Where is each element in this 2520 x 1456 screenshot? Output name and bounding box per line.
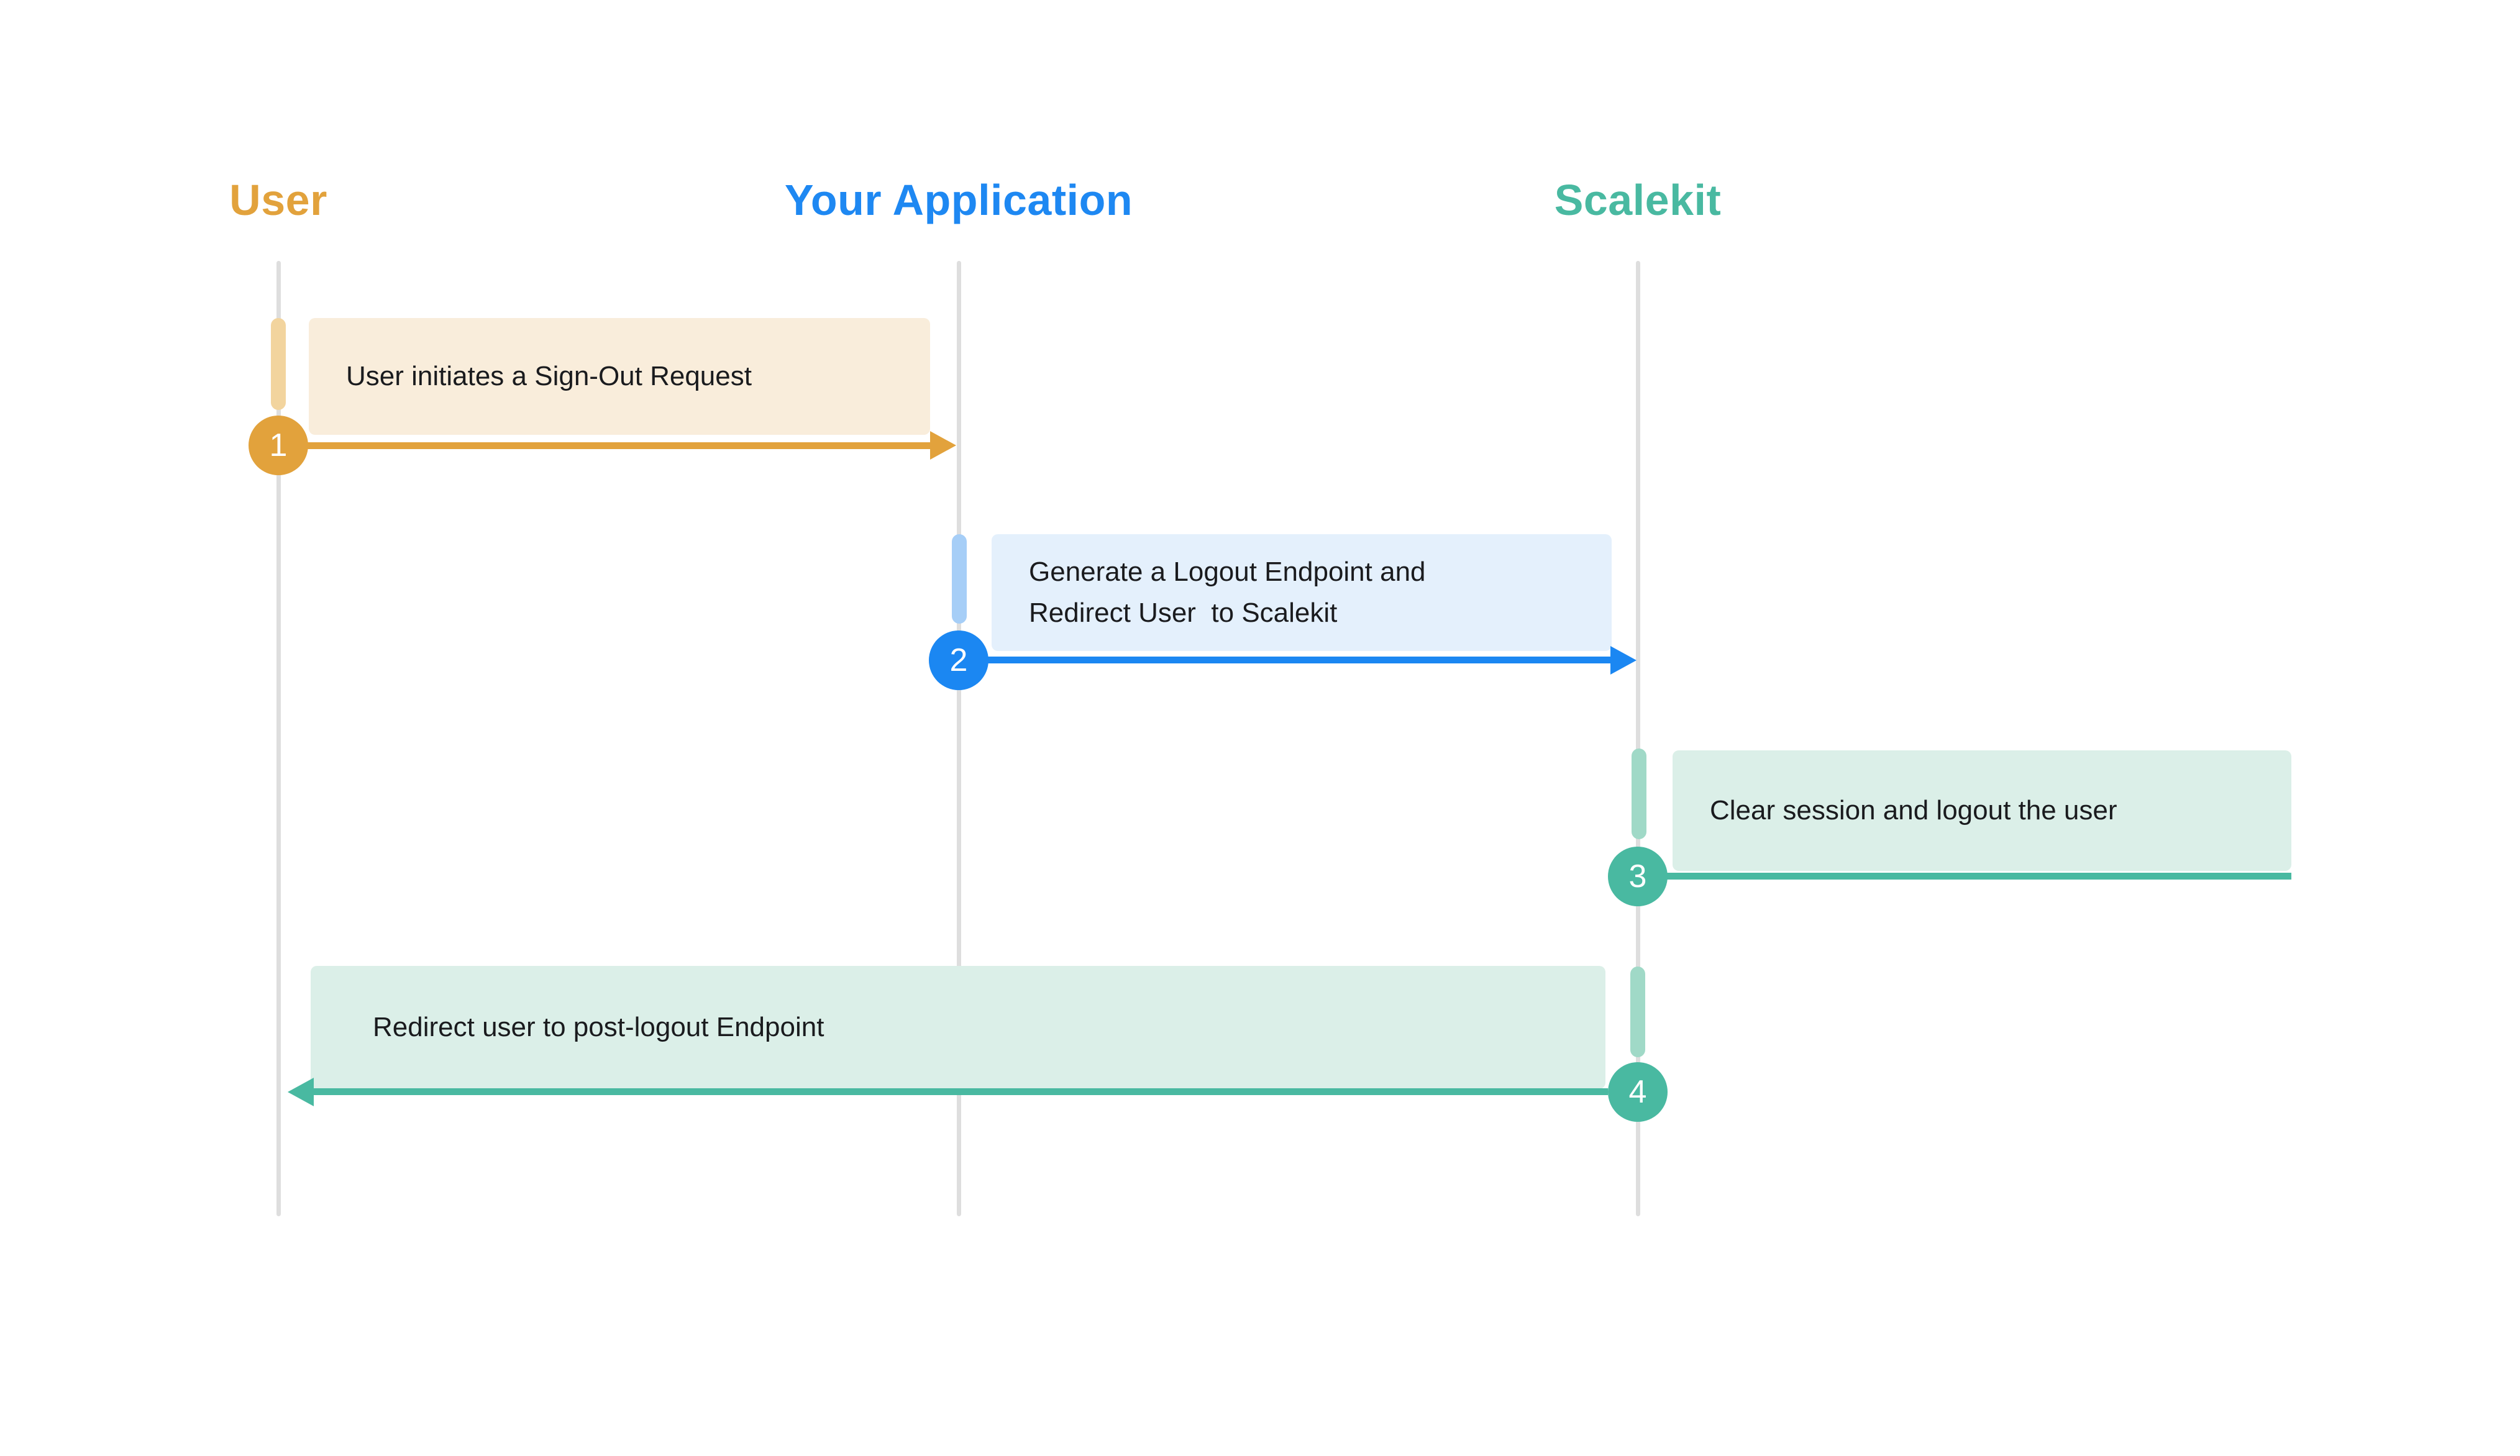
message-label-step2-line1: Generate a Logout Endpoint and (1029, 557, 1426, 587)
activation-bar-step2 (952, 534, 967, 624)
arrow-line-step3 (1653, 873, 2291, 880)
message-label-step1: User initiates a Sign-Out Request (346, 361, 752, 391)
arrowhead-left-step4 (288, 1078, 314, 1106)
step-badge-2: 2 (929, 630, 988, 690)
message-box-step3: Clear session and logout the user (1673, 750, 2291, 871)
lifeline-user (276, 261, 281, 1216)
step-badge-4: 4 (1608, 1062, 1668, 1122)
actor-label-your-application: Your Application (784, 176, 1133, 224)
message-box-step1: User initiates a Sign-Out Request (309, 318, 930, 435)
arrow-line-step2 (972, 657, 1610, 663)
actor-label-user: User (229, 176, 327, 224)
arrow-line-step1 (292, 442, 931, 449)
activation-bar-step3 (1632, 748, 1646, 839)
message-label-step3: Clear session and logout the user (1710, 795, 2117, 826)
actor-label-scalekit: Scalekit (1554, 176, 1722, 224)
arrowhead-right-step2 (1610, 646, 1637, 675)
message-label-step4: Redirect user to post-logout Endpoint (373, 1012, 824, 1042)
activation-bar-step4 (1630, 967, 1645, 1057)
activation-bar-step1 (271, 318, 286, 410)
message-box-step2: Generate a Logout Endpoint and Redirect … (992, 534, 1612, 651)
message-box-step4: Redirect user to post-logout Endpoint (311, 966, 1605, 1089)
arrowhead-right-step1 (930, 431, 956, 460)
step-badge-1: 1 (249, 416, 308, 475)
arrow-line-step4 (313, 1088, 1608, 1095)
lifeline-scalekit (1636, 261, 1640, 1216)
step-badge-3: 3 (1608, 847, 1668, 906)
message-label-step2-line2: Redirect User to Scalekit (1029, 598, 1338, 628)
lifeline-your-application (957, 261, 961, 1216)
